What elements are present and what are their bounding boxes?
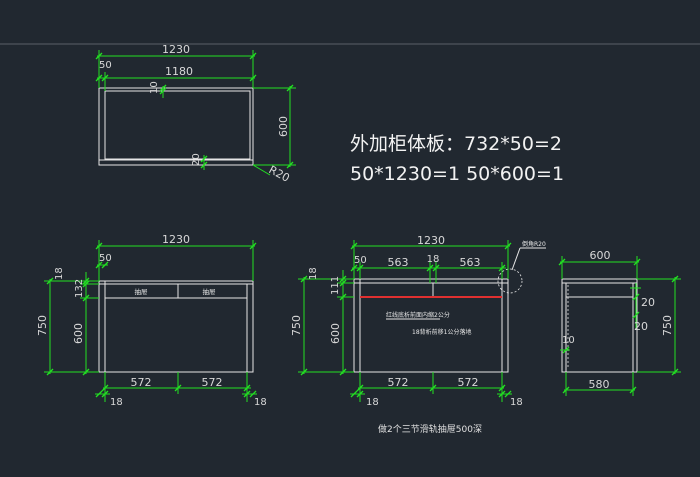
front-mid-dim-width: 1230 xyxy=(417,234,445,247)
side-view-outer xyxy=(561,278,638,373)
top-view-inner xyxy=(104,90,251,160)
top-dim-twenty: 20 xyxy=(191,153,202,166)
front-view-middle: 红线底析前面内缩2公分 18背析前移1公分落地 倒角R20 1230 50 56… xyxy=(290,234,546,408)
top-view-outer xyxy=(98,87,254,166)
front-mid-note-red: 红线底析前面内缩2公分 xyxy=(386,311,450,319)
side-dim-20a: 20 xyxy=(641,296,655,309)
side-view: 600 20 20 10 750 580 xyxy=(558,249,681,396)
front-left-dim-18: 18 xyxy=(54,267,65,280)
top-view: 1230 1180 50 10 20 600 R20 xyxy=(95,43,296,185)
front-mid-corner-note: 倒角R20 xyxy=(522,240,546,248)
side-dim-20b: 20 xyxy=(634,320,648,333)
front-left-dim-18-left: 18 xyxy=(110,397,123,408)
drawer-caption: 做2个三节滑轨抽屉500深 xyxy=(378,423,482,435)
side-dim-10: 10 xyxy=(562,335,575,346)
top-dim-inner: 1180 xyxy=(165,65,193,78)
front-mid-dim-111: 111 xyxy=(330,276,341,295)
top-dim-depth: 600 xyxy=(277,116,290,137)
front-mid-outer xyxy=(353,278,509,373)
front-mid-dim-572a: 572 xyxy=(388,376,409,389)
front-mid-dim-18-right: 18 xyxy=(510,397,523,408)
front-left-dim-height: 750 xyxy=(36,315,49,336)
panel-spec-line1: 外加柜体板：732*50=2 xyxy=(350,133,562,155)
front-left-outer xyxy=(98,280,254,373)
top-dim-ten: 10 xyxy=(149,81,160,94)
corner-detail-circle xyxy=(497,268,523,294)
top-dim-side: 50 xyxy=(99,60,112,71)
front-mid-dim-height: 750 xyxy=(290,315,303,336)
front-left-dim-width: 1230 xyxy=(162,233,190,246)
front-mid-dim-600: 600 xyxy=(329,323,342,344)
front-left-drawer-left: 抽屉 xyxy=(135,287,149,296)
front-left-dim-572a: 572 xyxy=(131,376,152,389)
front-view-left: 抽屉 抽屉 1230 50 750 18 132 600 572 xyxy=(36,233,267,408)
front-mid-dim-18-top: 18 xyxy=(427,254,440,265)
front-left-dim-600: 600 xyxy=(72,323,85,344)
side-dim-600: 600 xyxy=(590,249,611,262)
side-dim-580: 580 xyxy=(589,378,610,391)
front-left-drawer-right: 抽屉 xyxy=(203,287,217,296)
front-mid-dim-18-left: 18 xyxy=(366,397,379,408)
front-mid-dim-side: 50 xyxy=(354,255,367,266)
panel-spec-line2: 50*1230=1 50*600=1 xyxy=(350,163,564,185)
front-mid-dim-563a: 563 xyxy=(388,256,409,269)
front-mid-dim-572b: 572 xyxy=(458,376,479,389)
front-left-dim-side: 50 xyxy=(99,253,112,264)
front-mid-note-back: 18背析前移1公分落地 xyxy=(412,328,471,336)
front-left-dim-572b: 572 xyxy=(202,376,223,389)
front-mid-dim-563b: 563 xyxy=(460,256,481,269)
front-mid-dim-18: 18 xyxy=(308,267,319,280)
front-left-dim-132: 132 xyxy=(74,279,85,298)
top-dim-width: 1230 xyxy=(162,43,190,56)
front-left-dim-18-right: 18 xyxy=(254,397,267,408)
side-dim-height: 750 xyxy=(661,315,674,336)
